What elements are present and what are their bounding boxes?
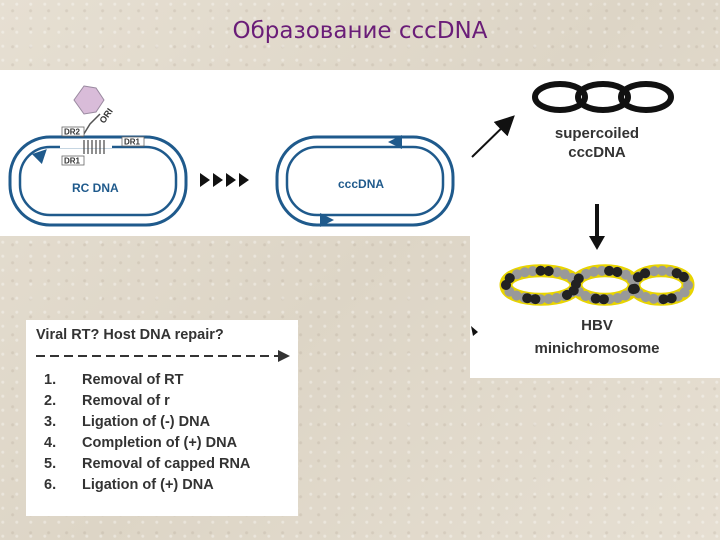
dr2-label: DR2 <box>64 128 81 137</box>
list-item: 6.Ligation of (+) DNA <box>44 477 214 493</box>
supercoiled-cccdna-label: cccDNA <box>568 144 626 161</box>
list-item: 3.Ligation of (-) DNA <box>44 414 211 430</box>
repair-steps-box: Viral RT? Host DNA repair? 1.Removal of … <box>26 320 298 516</box>
rt-protein-shape <box>73 85 105 115</box>
rc-dna-diagram: ORI DR2 DR1 DR1 RC DNA <box>8 85 188 227</box>
minichromosome-label: minichromosome <box>534 340 659 357</box>
supercoiled-cccdna: supercoiled cccDNA <box>532 81 674 161</box>
hbv-label: HBV <box>581 317 613 334</box>
steps-box-header: Viral RT? Host DNA repair? <box>36 327 224 343</box>
dashed-arrow <box>36 350 290 362</box>
hbv-minichromosome: HBV minichromosome <box>499 264 695 357</box>
cccdna-outer-strand <box>275 135 455 227</box>
list-item: 4.Completion of (+) DNA <box>44 435 238 451</box>
repair-steps-list: 1.Removal of RT 2.Removal of r 3.Ligatio… <box>44 370 250 496</box>
list-item: 1.Removal of RT <box>44 372 184 388</box>
cccdna-label: cccDNA <box>338 177 384 191</box>
down-arrow <box>589 204 605 250</box>
dr1-label-left: DR1 <box>64 157 81 166</box>
dr1-label-right: DR1 <box>124 138 141 147</box>
slide-title: Образование cccDNA <box>232 18 488 44</box>
step-arrows <box>471 115 515 336</box>
primer-label: ORI <box>97 106 114 125</box>
progression-arrowheads <box>200 173 249 187</box>
rc-dna-label: RC DNA <box>72 181 119 195</box>
rc-dna-outer-strand <box>8 135 188 227</box>
supercoiled-label: supercoiled <box>555 125 639 142</box>
cccdna-inner-strand <box>285 145 445 217</box>
cccdna-diagram: cccDNA <box>275 135 455 227</box>
base-pairing-region <box>83 140 105 154</box>
list-item: 2.Removal of r <box>44 393 170 409</box>
list-item: 5.Removal of capped RNA <box>44 456 251 472</box>
